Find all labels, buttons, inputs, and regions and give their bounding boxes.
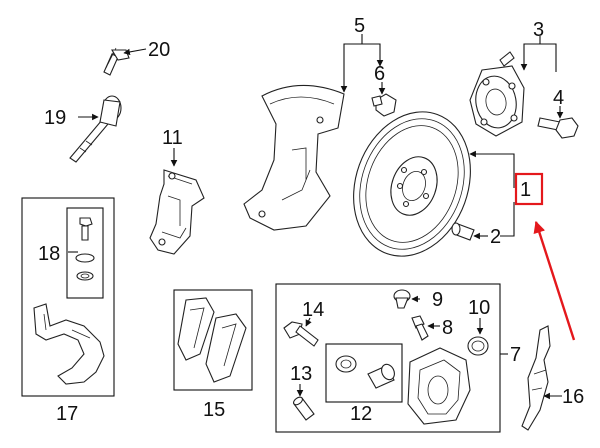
callout-1: 1: [520, 179, 531, 201]
callout-20: 20: [148, 39, 170, 61]
bleeder-18-drawing: [75, 217, 95, 281]
callout-13: 13: [290, 363, 312, 385]
guide-pin-19-drawing: [69, 95, 122, 163]
callout-12: 12: [350, 403, 372, 425]
brake-pads-15-drawing: [177, 297, 247, 383]
leader-20: [123, 48, 147, 56]
piston-kit-12-drawing: [335, 355, 395, 389]
callout-5: 5: [354, 15, 365, 37]
leader-3: [523, 43, 557, 72]
box-15: [173, 289, 253, 391]
pin-13-drawing: [293, 396, 315, 421]
hub-bearing-3-drawing: [469, 51, 525, 137]
callout-6: 6: [374, 63, 385, 85]
callout-8: 8: [442, 317, 453, 339]
splash-shield-5-drawing: [243, 84, 345, 231]
callout-11: 11: [162, 127, 183, 149]
bolt-14-drawing: [283, 321, 319, 347]
callout-10: 10: [468, 297, 490, 319]
hub-bolt-4-drawing: [537, 117, 579, 139]
callout-18: 18: [38, 243, 60, 265]
callout-19: 19: [44, 107, 66, 129]
bolt-20-drawing: [103, 47, 130, 76]
callout-16: 16: [562, 386, 584, 408]
seal-10-drawing: [467, 336, 489, 356]
callout-14: 14: [302, 299, 324, 321]
bleeder-cap-9-drawing: [393, 289, 411, 309]
box-18: [66, 207, 104, 299]
box-7: [275, 283, 501, 433]
brake-rotor-1-drawing: [353, 111, 471, 257]
callout-4: 4: [553, 87, 564, 109]
callout-9: 9: [432, 289, 443, 311]
caliper-7-drawing: [407, 347, 471, 425]
box-12: [325, 343, 403, 403]
caliper-bracket-11-drawing: [149, 169, 205, 255]
box-17: [21, 197, 115, 397]
callout-17: 17: [56, 403, 78, 425]
clip-16-drawing: [521, 325, 551, 431]
screw-2-drawing: [451, 222, 475, 241]
leader-1a: [469, 150, 515, 188]
highlight-arrow: [533, 220, 576, 341]
callout-2: 2: [490, 226, 501, 248]
highlight-box: [514, 172, 544, 206]
hose-clip-17-drawing: [33, 303, 105, 385]
callout-7: 7: [510, 344, 521, 366]
leader-1b: [500, 202, 515, 237]
bleeder-screw-8-drawing: [411, 315, 429, 341]
leader-14: [305, 317, 312, 327]
callout-15: 15: [203, 399, 225, 421]
callout-3: 3: [533, 19, 544, 41]
bolt-6-drawing: [371, 93, 397, 117]
